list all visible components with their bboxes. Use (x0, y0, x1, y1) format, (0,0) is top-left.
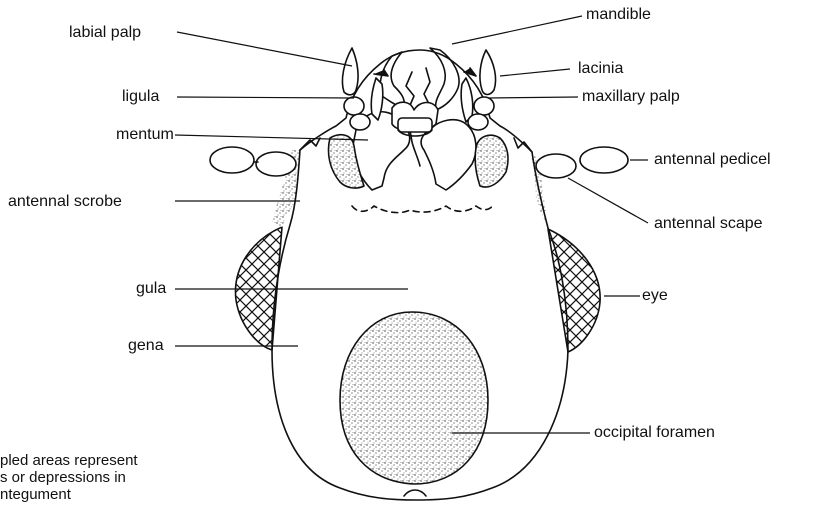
label-labial-palp: labial palp (69, 24, 141, 42)
label-lacinia: lacinia (578, 60, 623, 78)
right-eye (548, 229, 600, 352)
occipital-foramen-shape (340, 312, 488, 484)
note-line-3: ntegument (0, 486, 71, 503)
label-antennal-scrobe: antennal scrobe (8, 193, 122, 211)
right-mentum-depression (475, 135, 508, 187)
right-labial-palp (480, 50, 496, 95)
label-mentum: mentum (116, 126, 174, 144)
right-antennal-scape (536, 154, 576, 178)
label-gena: gena (128, 337, 164, 355)
note-line-1: pled areas represent (0, 452, 138, 469)
left-antennal-pedicel (210, 147, 254, 173)
label-antennal-pedicel: antennal pedicel (654, 151, 771, 169)
note-line-2: s or depressions in (0, 469, 126, 486)
label-occipital-foramen: occipital foramen (594, 424, 715, 442)
left-antennal-scape (256, 152, 296, 176)
label-antennal-scape: antennal scape (654, 215, 763, 233)
left-labial-palp (342, 48, 358, 95)
label-maxillary-palp: maxillary palp (582, 88, 680, 106)
right-mandible (430, 48, 459, 110)
label-eye: eye (642, 287, 668, 305)
label-gula: gula (136, 280, 166, 298)
right-antennal-pedicel (580, 147, 628, 173)
label-mandible: mandible (586, 6, 651, 24)
label-ligula: ligula (122, 88, 159, 106)
